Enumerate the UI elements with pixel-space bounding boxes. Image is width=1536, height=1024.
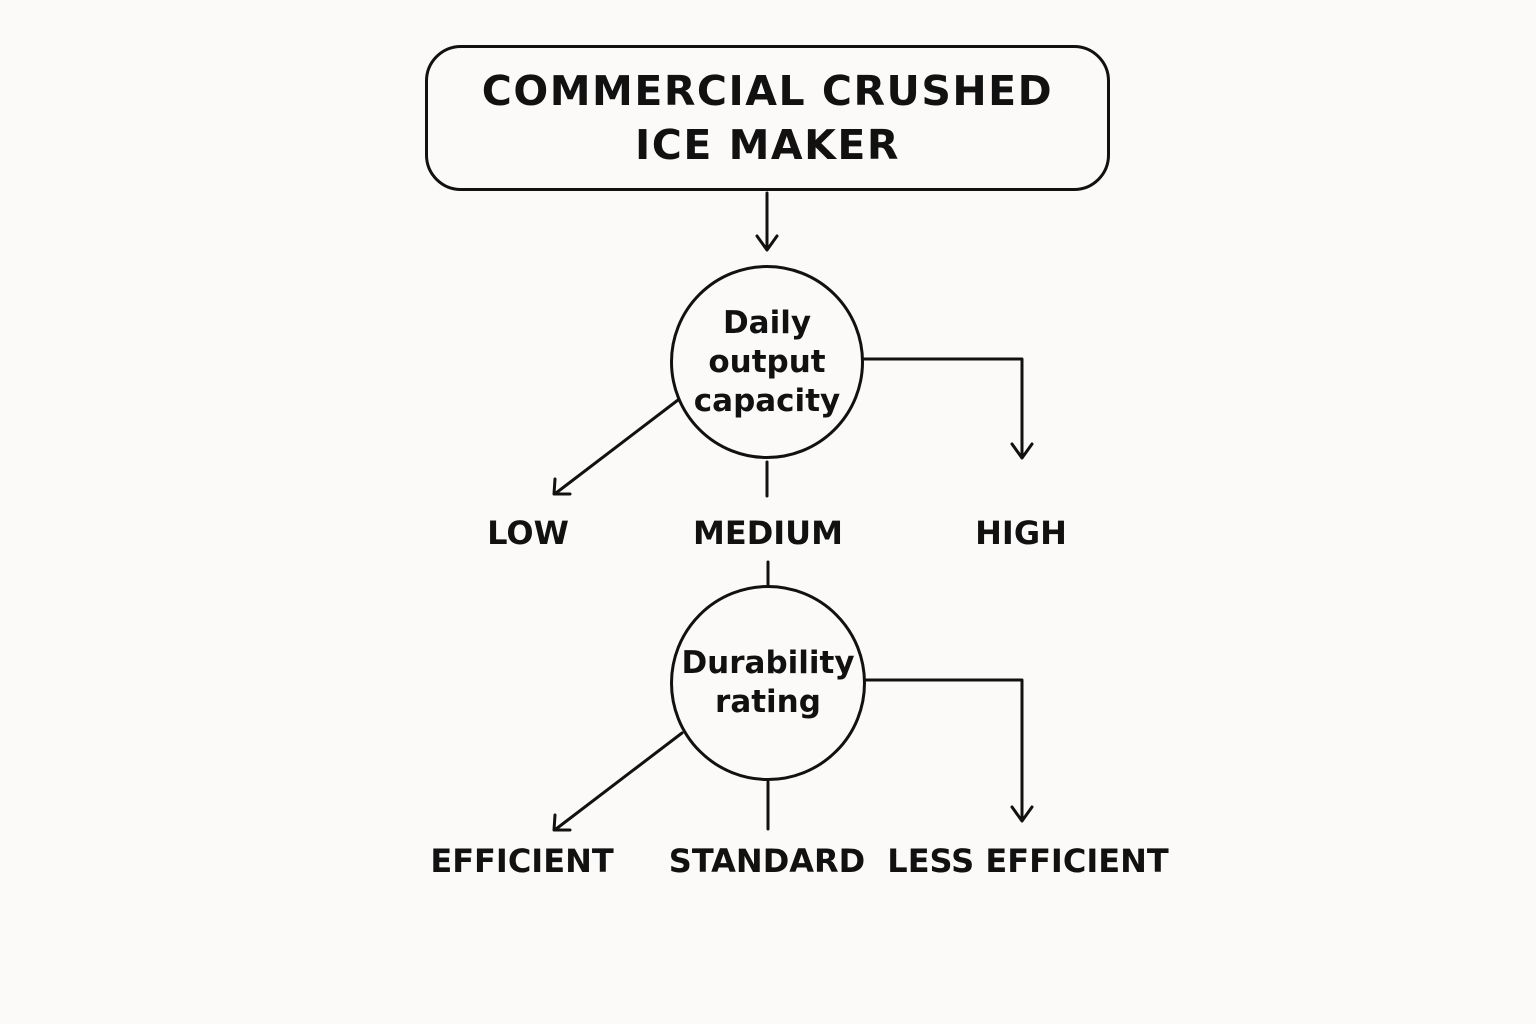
- arrow-durability-to-less-efficient: [864, 678, 1024, 822]
- option-standard: STANDARD: [668, 842, 866, 880]
- option-medium: MEDIUM: [693, 514, 843, 552]
- capacity-node: Daily output capacity: [670, 265, 864, 459]
- arrowhead-capacity-to-low: [552, 477, 572, 496]
- arrow-capacity-to-low: [554, 398, 680, 495]
- option-less-efficient: LESS EFFICIENT: [887, 842, 1169, 880]
- arrow-capacity-to-high: [862, 357, 1024, 459]
- arrowhead-title-to-capacity: [755, 234, 779, 252]
- option-high: HIGH: [975, 514, 1067, 552]
- arrowhead-durability-to-efficient: [552, 813, 572, 832]
- arrowhead-durability-to-less-efficient: [1010, 805, 1034, 823]
- title-box: COMMERCIAL CRUSHED ICE MAKER: [425, 45, 1110, 191]
- option-low: LOW: [487, 514, 569, 552]
- durability-node: Durability rating: [670, 585, 866, 781]
- arrow-durability-to-efficient: [554, 731, 684, 831]
- arrowhead-capacity-to-high: [1010, 442, 1034, 460]
- option-efficient: EFFICIENT: [430, 842, 614, 880]
